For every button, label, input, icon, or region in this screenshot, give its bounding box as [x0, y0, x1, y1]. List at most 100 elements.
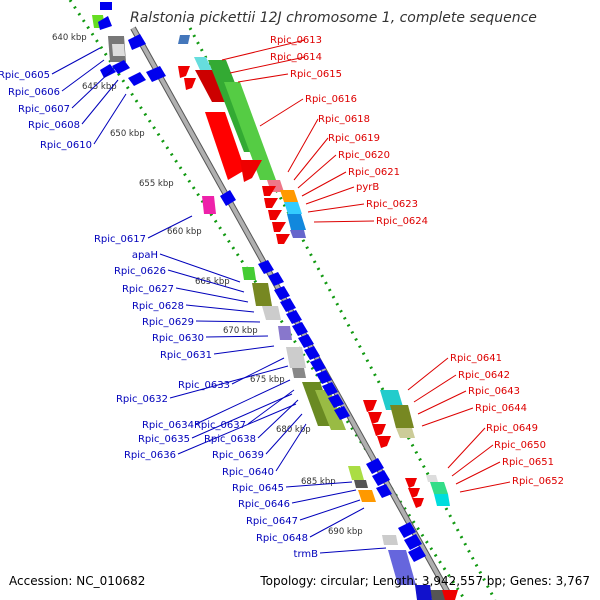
gene-label: Rpic_0610	[40, 140, 92, 151]
feature-block	[382, 535, 398, 545]
gene-arrow	[412, 498, 424, 508]
feature-block	[354, 480, 368, 488]
gene-label: Rpic_0640	[222, 467, 274, 478]
leader-line	[195, 320, 261, 323]
kbp-label: 640 kbp	[52, 33, 87, 43]
kbp-label: 655 kbp	[139, 179, 174, 189]
gene-label: Rpic_0652	[512, 476, 564, 487]
gene-label: Rpic_0620	[338, 150, 390, 161]
gene-label: Rpic_0608	[28, 120, 80, 131]
reverse-gene-labels	[51, 47, 387, 554]
feature-block	[178, 35, 190, 44]
kbp-label: 675 kbp	[250, 375, 285, 385]
feature-block	[430, 482, 448, 494]
gene-arrow	[368, 412, 382, 424]
gene-arrow	[258, 260, 274, 274]
feature-block	[358, 490, 376, 502]
leader-line	[407, 357, 449, 391]
leader-line	[309, 507, 365, 538]
gene-label: Rpic_0645	[232, 483, 284, 494]
feature-block	[290, 230, 306, 238]
leader-line	[167, 269, 245, 293]
leader-line	[93, 93, 127, 145]
gene-label: Rpic_0643	[468, 386, 520, 397]
leader-line	[413, 374, 457, 403]
gene-label: Rpic_0606	[8, 87, 60, 98]
forward-gene-arrows	[178, 66, 458, 600]
gene-arrow	[262, 186, 276, 196]
gene-arrow	[112, 60, 130, 74]
leader-line	[175, 287, 249, 303]
kbp-label: 670 kbp	[223, 326, 258, 336]
gene-label: Rpic_0631	[160, 350, 212, 361]
gene-arrow	[372, 470, 390, 486]
gene-arrow	[334, 406, 350, 420]
leader-line	[213, 345, 275, 355]
feature-block	[348, 466, 364, 480]
leader-line	[205, 335, 269, 338]
leader-line	[61, 59, 105, 92]
gene-label: Rpic_0637	[194, 420, 246, 431]
kbp-label: 690 kbp	[328, 527, 363, 537]
gene-arrow	[264, 198, 278, 208]
feature-block	[280, 190, 298, 202]
gene-arrow	[398, 522, 416, 538]
gene-arrow	[304, 346, 320, 360]
gene-arrow	[322, 382, 338, 396]
feature-block	[205, 112, 245, 180]
gene-label: pyrB	[356, 182, 379, 193]
gene-label: Rpic_0642	[458, 370, 510, 381]
feature-block	[286, 347, 306, 368]
gene-label: Rpic_0650	[494, 440, 546, 451]
kbp-label: 660 kbp	[167, 227, 202, 237]
feature-block	[262, 306, 281, 320]
leader-line	[285, 481, 353, 488]
gene-label: Rpic_0607	[18, 104, 70, 115]
feature-block	[315, 390, 346, 430]
kbp-label: 685 kbp	[301, 477, 336, 487]
feature-block	[396, 428, 415, 438]
forward-feature-blocks	[178, 35, 450, 506]
leader-line	[455, 461, 501, 485]
gene-arrow	[100, 64, 116, 78]
gene-arrow	[372, 424, 386, 436]
gene-arrow	[408, 546, 426, 562]
leader-line	[221, 39, 306, 61]
kbp-label: 650 kbp	[110, 129, 145, 139]
gene-label: Rpic_0623	[366, 199, 418, 210]
gene-label: trmB	[294, 549, 319, 560]
feature-block	[278, 326, 292, 340]
leader-line	[229, 56, 306, 74]
leader-line	[421, 407, 474, 427]
reverse-gene-label-texts: Rpic_0605 Rpic_0606 Rpic_0607 Rpic_0608 …	[0, 70, 318, 560]
leader-line	[301, 171, 347, 197]
gene-arrow	[268, 272, 284, 286]
feature-block	[242, 267, 256, 280]
gene-label: Rpic_0618	[318, 114, 370, 125]
gene-arrow	[98, 16, 112, 30]
feature-block	[287, 214, 306, 230]
gene-label: Rpic_0638	[204, 434, 256, 445]
gene-label: Rpic_0636	[124, 450, 176, 461]
gene-arrow	[146, 66, 166, 82]
leader-line	[71, 69, 113, 109]
gene-label: Rpic_0639	[212, 450, 264, 461]
leader-line	[307, 203, 365, 213]
gene-arrow	[442, 590, 458, 600]
leader-line	[259, 98, 304, 127]
gene-arrow	[376, 484, 392, 498]
gene-arrow	[377, 436, 391, 448]
leader-line	[265, 413, 303, 455]
forward-gene-label-texts: Rpic_0613 Rpic_0614 Rpic_0615 Rpic_0616 …	[270, 35, 564, 487]
leader-line	[169, 365, 289, 399]
gene-arrow	[128, 34, 146, 50]
gene-arrow	[408, 488, 420, 498]
feature-block	[284, 202, 302, 214]
feature-block	[224, 82, 276, 180]
leader-line	[291, 489, 357, 504]
gene-label: Rpic_0641	[450, 353, 502, 364]
kbp-label: 680 kbp	[276, 425, 311, 435]
leader-line	[451, 444, 494, 477]
feature-block	[194, 57, 212, 70]
